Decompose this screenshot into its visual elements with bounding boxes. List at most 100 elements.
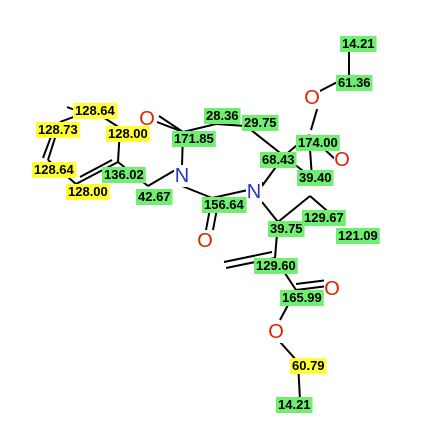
shift-label: 128.73 [36,122,80,138]
shift-badge [204,108,241,124]
shift-value: 129.67 [304,210,344,225]
shift-value: 39.75 [270,221,303,236]
shift-badge [254,258,298,274]
shift-badge [106,126,150,142]
shift-label: 39.40 [297,170,334,186]
bond-line [79,159,113,178]
shift-badge [202,197,247,213]
shift-badge [73,103,118,119]
atom-label-o-ketone: O [139,108,155,130]
shift-badge [242,115,279,131]
shift-value: 165.99 [282,290,322,305]
atom-label-background [139,108,155,130]
shift-value: 174.00 [298,135,338,150]
shift-badge [260,152,297,168]
bond-line [75,161,119,185]
shift-label: 129.60 [254,258,298,274]
bond-line [181,185,213,199]
atom-label-n2: N [247,181,261,203]
shift-badge [268,221,305,237]
shift-value: 60.79 [292,358,325,373]
shift-badge [340,36,377,52]
shift-label: 29.75 [242,115,279,131]
bond-line [156,121,184,133]
atom-label-o-carbonyl-bottom: O [324,278,340,300]
shift-value: 121.09 [338,228,378,243]
shift-value: 128.00 [108,126,148,141]
atom-label-o-ether-top: O [304,87,320,109]
atom-label-o-ether-bottom: O [268,321,284,343]
shift-label: 28.36 [204,108,241,124]
shift-label: 128.64 [32,162,77,178]
shift-value: 14.21 [278,397,311,412]
shift-value: 28.36 [206,108,239,123]
shift-value: 42.67 [138,189,171,204]
shift-badge [336,228,380,244]
shift-value: 128.64 [34,162,75,177]
bond-line [223,251,273,263]
shift-label: 128.00 [66,184,110,200]
atom-label-o-urea: O [197,230,213,252]
bond-line [182,123,217,133]
shift-label: 121.09 [336,228,380,244]
shift-label: 165.99 [280,290,324,306]
shift-label: 136.02 [102,167,146,183]
shift-label: 14.21 [276,397,313,413]
shift-labels: 14.21 61.36 128.64 128.73 128.00 28.36 29.75 17… [32,36,380,413]
bond-line [277,195,311,223]
atom-label-n1: N [175,165,189,187]
shift-value: 136.02 [104,167,144,182]
atom-label-background [197,230,213,252]
shift-badge [136,189,173,205]
shift-badge [172,131,216,147]
bond-line [261,201,279,223]
shift-badge [276,397,313,413]
atom-label-background [324,278,340,300]
shift-label: 68.43 [260,152,297,168]
shift-value: 156.64 [204,197,245,212]
atom-label-background [334,149,350,171]
shift-badge [297,170,334,186]
shift-badge [280,290,324,306]
shift-label: 14.21 [340,36,377,52]
shift-value: 128.73 [38,122,78,137]
shift-badge [296,135,340,151]
shift-value: 61.36 [338,75,371,90]
shift-badge [290,358,327,374]
bond-line [211,189,249,199]
shift-value: 128.00 [68,184,108,199]
shift-value: 128.64 [75,103,116,118]
shift-label: 129.67 [302,210,346,226]
shift-value: 129.60 [256,258,296,273]
shift-value: 29.75 [244,115,277,130]
shift-value: 14.21 [342,36,375,51]
shift-badge [336,75,373,91]
atom-label-background [174,165,190,187]
shift-value: 171.85 [174,131,214,146]
shift-label: 128.64 [73,103,118,119]
atom-label-background [304,87,320,109]
shift-label: 171.85 [172,131,216,147]
shift-label: 39.75 [268,221,305,237]
shift-badge [302,210,346,226]
bond-line [295,285,329,291]
atom-label-o-carbonyl-top: O [334,149,350,171]
bond-line [310,105,319,131]
bond-line [215,123,247,127]
shift-label: 61.36 [336,75,373,91]
shift-label: 156.64 [202,197,247,213]
shift-badge [32,162,77,178]
shift-label: 174.00 [296,135,340,151]
shift-label: 128.00 [106,126,150,142]
shift-value: 68.43 [262,152,295,167]
shift-value: 39.40 [299,170,332,185]
atom-label-background [246,181,262,203]
shift-label: 60.79 [290,358,327,374]
shift-badge [36,122,80,138]
bond-line [295,279,329,285]
bond-line [158,115,184,133]
atom-label-background [268,321,284,343]
shift-badge [102,167,146,183]
atom-labels: N N O O O O O O [139,87,350,343]
